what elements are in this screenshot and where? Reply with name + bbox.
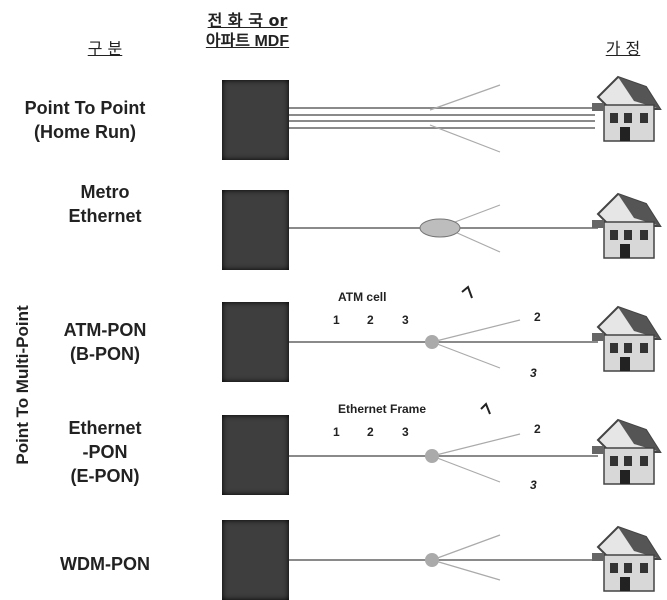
central-office-header: 전 화 국 or 아파트 MDF (180, 10, 315, 52)
row-label-line: Ethernet (68, 206, 142, 226)
eth-num-1: 1 (333, 425, 340, 439)
switch-icon (419, 218, 461, 238)
atm-out-2: 2 (534, 310, 541, 324)
splitter-icon (425, 449, 439, 463)
row-label-metro-ethernet: Metro Ethernet (45, 180, 165, 228)
ethernet-frame-caption: Ethernet Frame (338, 402, 427, 416)
row-label-line: Point To Point (24, 98, 146, 118)
row4-links (289, 433, 598, 483)
house-icon (591, 306, 661, 372)
eth-num-2: 2 (367, 425, 374, 439)
row-label-line: -PON (82, 442, 128, 462)
row3-links (289, 319, 598, 369)
house-icon (591, 419, 661, 485)
row-label-line: (B-PON) (70, 344, 140, 364)
eth-arrow-icon (480, 402, 491, 415)
row-label-line: WDM-PON (60, 554, 150, 574)
central-office-box-5 (222, 520, 289, 600)
splitter-icon (425, 335, 439, 349)
central-office-box-4 (222, 415, 289, 495)
atm-cell-caption: ATM cell (338, 290, 387, 304)
row5-links (289, 534, 598, 581)
central-office-header-line1: 전 화 국 or (207, 11, 288, 30)
house-icon (591, 193, 661, 259)
central-office-header-line2: 아파트 MDF (205, 33, 290, 50)
eth-num-3: 3 (402, 425, 409, 439)
atm-num-3: 3 (402, 313, 409, 327)
house-icon (591, 76, 661, 142)
row-label-point-to-point: Point To Point (Home Run) (0, 96, 170, 144)
central-office-box-2 (222, 190, 289, 270)
home-header: 가 정 (605, 39, 641, 58)
row-label-atm-pon: ATM-PON (B-PON) (45, 318, 165, 366)
central-office-box-1 (222, 80, 289, 160)
central-office-box-3 (222, 302, 289, 382)
category-header: 구 분 (87, 39, 123, 58)
row-label-ethernet-pon: Ethernet -PON (E-PON) (45, 416, 165, 488)
row-label-line: ATM-PON (63, 320, 147, 340)
row-label-line: Ethernet (68, 418, 142, 438)
row-label-line: (Home Run) (34, 122, 136, 142)
atm-out-3: 3 (530, 366, 537, 380)
atm-num-1: 1 (333, 313, 340, 327)
atm-num-2: 2 (367, 313, 374, 327)
eth-out-2: 2 (534, 422, 541, 436)
eth-out-3: 3 (530, 478, 537, 492)
atm-arrow-icon (461, 285, 473, 299)
row-label-line: Metro (80, 182, 130, 202)
row-label-wdm-pon: WDM-PON (45, 552, 165, 576)
row-label-line: (E-PON) (70, 466, 140, 486)
row1-links (289, 84, 595, 153)
splitter-icon (425, 553, 439, 567)
house-icon (591, 526, 661, 592)
